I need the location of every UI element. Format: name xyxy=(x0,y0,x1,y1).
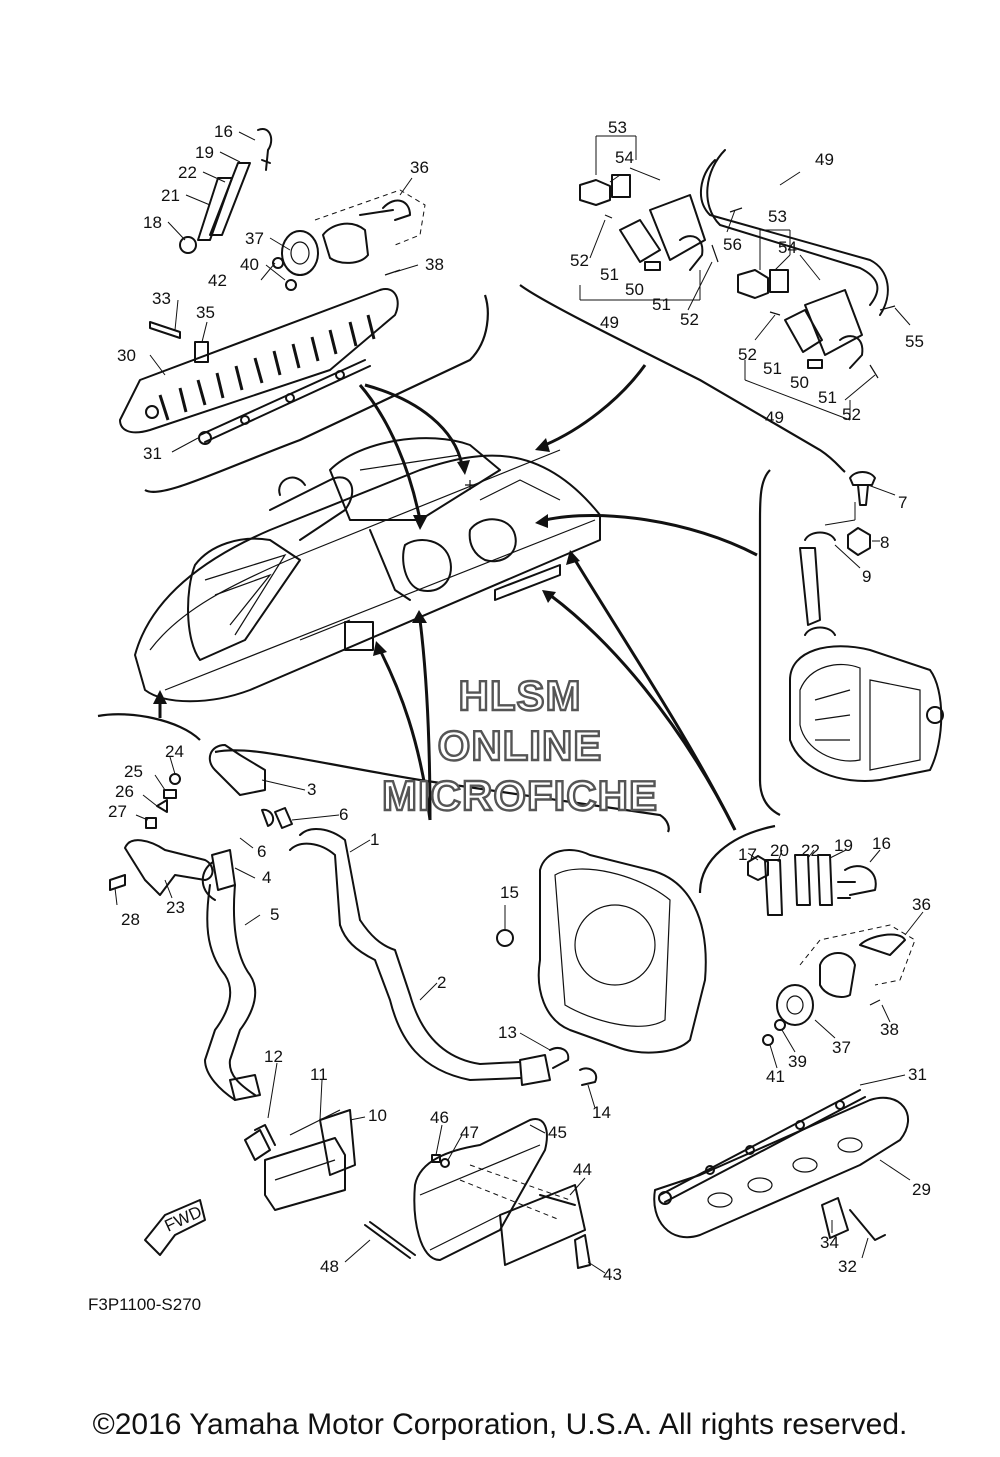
callout-25: 25 xyxy=(124,762,143,781)
callout-52: 52 xyxy=(738,345,757,364)
watermark-line-3: MICROFICHE xyxy=(382,772,658,819)
callout-13: 13 xyxy=(498,1023,517,1042)
callouts: 16 19 22 21 18 36 37 40 42 38 33 35 30 3… xyxy=(108,118,931,1284)
callout-36: 36 xyxy=(410,158,429,177)
callout-21: 21 xyxy=(161,186,180,205)
callout-31: 31 xyxy=(908,1065,927,1084)
top-right-assembly xyxy=(579,149,896,379)
callout-23: 23 xyxy=(166,898,185,917)
callout-51: 51 xyxy=(818,388,837,407)
callout-41: 41 xyxy=(766,1067,785,1086)
right-middle-assembly xyxy=(789,471,944,782)
callout-6: 6 xyxy=(339,805,348,824)
watermark: HLSM ONLINE MICROFICHE xyxy=(381,671,658,820)
callout-54: 54 xyxy=(778,238,797,257)
callout-51: 51 xyxy=(763,359,782,378)
callout-34: 34 xyxy=(820,1233,839,1252)
callout-52: 52 xyxy=(570,251,589,270)
callout-36: 36 xyxy=(912,895,931,914)
group-bracket-top-left xyxy=(144,294,489,494)
callout-6: 6 xyxy=(257,842,266,861)
callout-38: 38 xyxy=(880,1020,899,1039)
watermark-line-1: HLSM xyxy=(459,672,582,719)
callout-40: 40 xyxy=(240,255,259,274)
callout-37: 37 xyxy=(245,229,264,248)
callout-35: 35 xyxy=(196,303,215,322)
callout-16: 16 xyxy=(872,834,891,853)
callout-31: 31 xyxy=(143,444,162,463)
callout-28: 28 xyxy=(121,910,140,929)
callout-9: 9 xyxy=(862,567,871,586)
callout-53: 53 xyxy=(768,207,787,226)
group-bracket-right-middle xyxy=(758,469,781,816)
callout-47: 47 xyxy=(460,1123,479,1142)
watercraft-hull xyxy=(134,437,601,703)
callout-12: 12 xyxy=(264,1047,283,1066)
callout-33: 33 xyxy=(152,289,171,308)
callout-42: 42 xyxy=(208,271,227,290)
callout-19: 19 xyxy=(834,836,853,855)
callout-37: 37 xyxy=(832,1038,851,1057)
callout-11: 11 xyxy=(310,1065,328,1084)
callout-29: 29 xyxy=(912,1180,931,1199)
callout-52: 52 xyxy=(842,405,861,424)
callout-49: 49 xyxy=(815,150,834,169)
callout-51: 51 xyxy=(652,295,671,314)
callout-22: 22 xyxy=(178,163,197,182)
callout-30: 30 xyxy=(117,346,136,365)
copyright-notice: ©2016 Yamaha Motor Corporation, U.S.A. A… xyxy=(92,1408,908,1441)
group-bracket-center-lower xyxy=(214,749,670,833)
callout-46: 46 xyxy=(430,1108,449,1127)
callout-55: 55 xyxy=(905,332,924,351)
callout-50: 50 xyxy=(625,280,644,299)
callout-45: 45 xyxy=(548,1123,567,1142)
callout-4: 4 xyxy=(262,868,271,887)
callout-5: 5 xyxy=(270,905,279,924)
callout-7: 7 xyxy=(898,493,907,512)
callout-1: 1 xyxy=(370,830,379,849)
center-lower-assembly xyxy=(364,849,707,1269)
group-bracket-right-lower xyxy=(698,824,776,894)
group-bracket-left-lower xyxy=(97,713,201,741)
callout-20: 20 xyxy=(770,841,789,860)
callout-16: 16 xyxy=(214,122,233,141)
diagram-code: F3P1100-S270 xyxy=(88,1295,201,1314)
callout-48: 48 xyxy=(320,1257,339,1276)
top-left-assembly xyxy=(119,128,426,445)
watermark-line-2: ONLINE xyxy=(438,722,603,769)
callout-14: 14 xyxy=(592,1103,611,1122)
callout-43: 43 xyxy=(603,1265,622,1284)
callout-39: 39 xyxy=(788,1052,807,1071)
callout-3: 3 xyxy=(307,780,316,799)
callout-54: 54 xyxy=(615,148,634,167)
callout-53: 53 xyxy=(608,118,627,137)
lower-left-assembly: FWD xyxy=(109,744,598,1256)
callout-44: 44 xyxy=(573,1160,592,1179)
callout-52: 52 xyxy=(680,310,699,329)
callout-10: 10 xyxy=(368,1106,387,1125)
callout-2: 2 xyxy=(437,973,446,992)
callout-22: 22 xyxy=(801,841,820,860)
callout-26: 26 xyxy=(115,782,134,801)
callout-15: 15 xyxy=(500,883,519,902)
callout-49: 49 xyxy=(765,408,784,427)
callout-19: 19 xyxy=(195,143,214,162)
callout-50: 50 xyxy=(790,373,809,392)
callout-17: 17 xyxy=(738,845,757,864)
callout-49: 49 xyxy=(600,313,619,332)
callout-18: 18 xyxy=(143,213,162,232)
callout-51: 51 xyxy=(600,265,619,284)
callout-27: 27 xyxy=(108,802,127,821)
lower-right-assembly xyxy=(653,854,916,1241)
callout-32: 32 xyxy=(838,1257,857,1276)
leader-lines xyxy=(114,131,924,1274)
group-bracket-top-right xyxy=(519,284,846,473)
callout-56: 56 xyxy=(723,235,742,254)
callout-38: 38 xyxy=(425,255,444,274)
callout-24: 24 xyxy=(165,742,184,761)
callout-8: 8 xyxy=(880,533,889,552)
